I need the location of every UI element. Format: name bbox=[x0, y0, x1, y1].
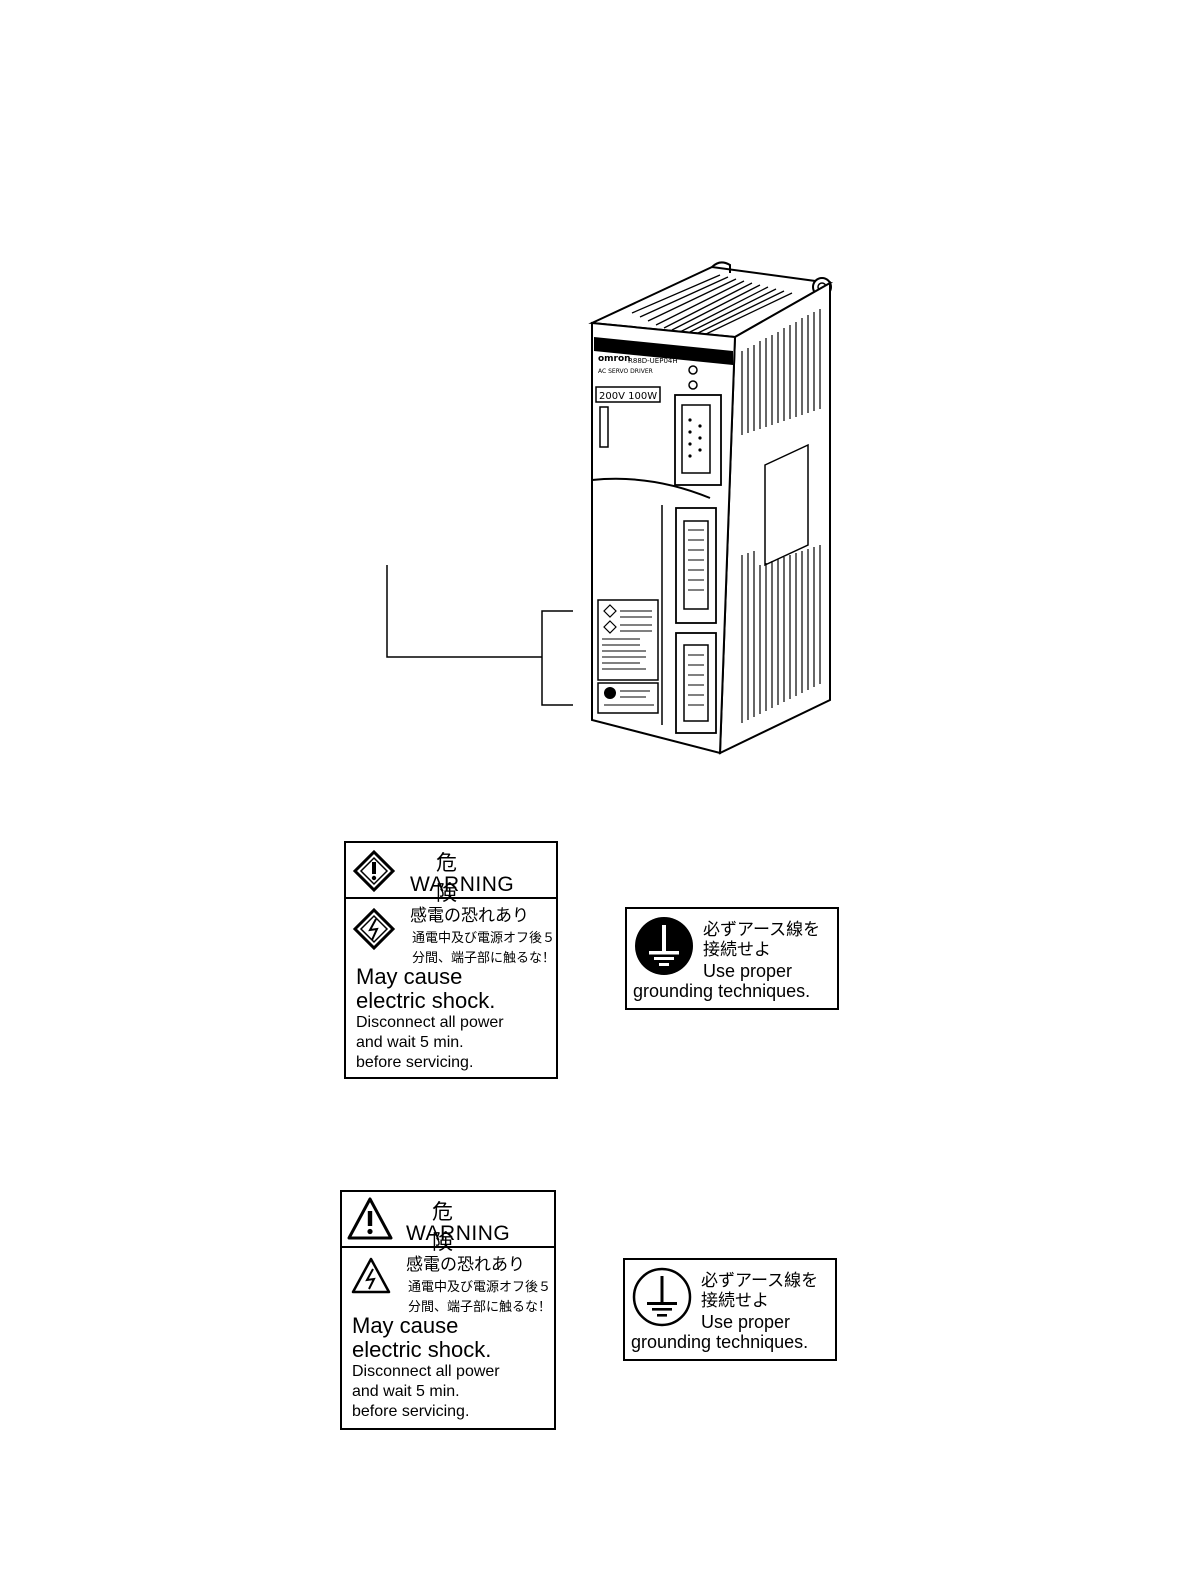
ground-jp-line2: 接続せよ bbox=[703, 940, 771, 960]
warning-en-line4: and wait 5 min. bbox=[352, 1383, 460, 1400]
warning-en-line2: electric shock. bbox=[356, 988, 496, 1013]
warning-en-line3: Disconnect all power bbox=[352, 1363, 500, 1380]
ground-en-line1: Use proper bbox=[701, 1312, 791, 1332]
warning-en-title: WARNING bbox=[410, 873, 515, 896]
callout-bracket bbox=[386, 565, 573, 706]
warning-jp-title: 危 険 bbox=[436, 851, 483, 905]
warning-label-header bbox=[342, 1192, 554, 1248]
device-brand: omron bbox=[598, 354, 631, 364]
warning-en-line3: Disconnect all power bbox=[356, 1014, 504, 1031]
ground-jp-line1: 必ずアース線を bbox=[701, 1271, 819, 1291]
warning-jp-line3: 分間、端子部に触るな！ bbox=[408, 1300, 552, 1315]
ground-outline-icon bbox=[632, 1267, 692, 1327]
ground-en-line2: grounding techniques. bbox=[633, 981, 811, 1001]
device-subtitle: AC SERVO DRIVER bbox=[598, 368, 653, 375]
electric-shock-triangle-icon bbox=[351, 1257, 391, 1294]
ground-jp-line1: 必ずアース線を bbox=[703, 920, 821, 940]
warning-jp-line2: 通電中及び電源オフ後５ bbox=[412, 931, 556, 946]
device-rating: 200V 100W bbox=[599, 391, 657, 402]
warning-en-line1: May cause bbox=[352, 1313, 459, 1338]
device-model: R88D-UEP04H bbox=[628, 357, 678, 365]
exclamation-triangle-icon bbox=[347, 1197, 393, 1240]
warning-jp-line3: 分間、端子部に触るな！ bbox=[412, 951, 556, 966]
warning-jp-title: 危 険 bbox=[432, 1200, 479, 1254]
warning-en-line4: and wait 5 min. bbox=[356, 1034, 464, 1051]
exclamation-diamond-icon bbox=[352, 849, 396, 893]
electric-shock-diamond-icon bbox=[352, 907, 396, 951]
grounding-label-solid: 必ずアース線を 接続せよ Use proper grounding techni… bbox=[625, 907, 839, 1010]
servo-driver-illustration: omron R88D-UEP04H AC SERVO DRIVER 200V 1… bbox=[386, 261, 834, 755]
warning-en-title: WARNING bbox=[406, 1222, 511, 1245]
ground-en-line2: grounding techniques. bbox=[631, 1332, 809, 1352]
ground-jp-line2: 接続せよ bbox=[701, 1291, 769, 1311]
warning-jp-line1: 感電の恐れあり bbox=[410, 906, 529, 926]
warning-label-triangle: 危 険 WARNING 感電の恐れあり 通電中及び電源オフ後５ 分間、端子部に触… bbox=[340, 1190, 556, 1430]
warning-label-diamond: 危 険 WARNING 感電の恐れあり 通電中及び電源オフ後５ 分間、端子部に触… bbox=[344, 841, 558, 1079]
warning-en-line5: before servicing. bbox=[352, 1403, 470, 1420]
ground-en-line1: Use proper bbox=[703, 961, 793, 981]
warning-en-line1: May cause bbox=[356, 964, 463, 989]
warning-jp-line1: 感電の恐れあり bbox=[406, 1255, 525, 1275]
ground-solid-icon bbox=[635, 917, 693, 975]
warning-label-header bbox=[346, 843, 556, 899]
grounding-label-outline: 必ずアース線を 接続せよ Use proper grounding techni… bbox=[623, 1258, 837, 1361]
warning-en-line2: electric shock. bbox=[352, 1337, 492, 1362]
warning-en-line5: before servicing. bbox=[356, 1054, 474, 1071]
warning-jp-line2: 通電中及び電源オフ後５ bbox=[408, 1280, 552, 1295]
